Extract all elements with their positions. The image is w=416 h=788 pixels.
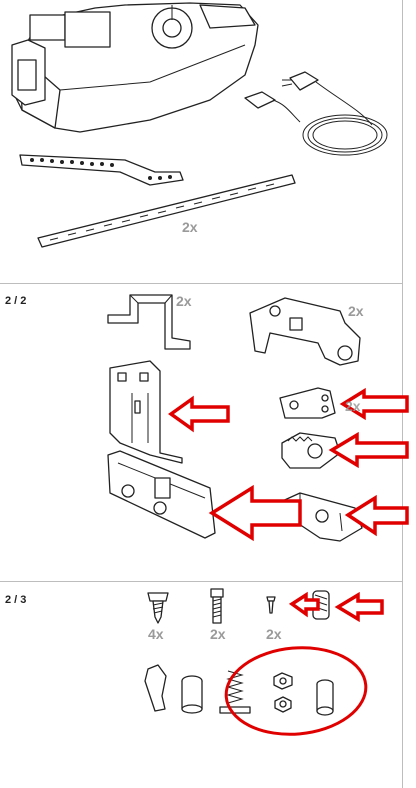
screw-icon xyxy=(266,596,276,614)
motor-unit-icon xyxy=(11,2,259,133)
screw-icon xyxy=(147,592,169,624)
perforated-strap-icon xyxy=(19,154,184,186)
carriage-icon xyxy=(249,297,361,366)
clip-icon xyxy=(281,432,341,469)
highlight-arrow-icon xyxy=(339,387,409,421)
highlight-arrow-icon xyxy=(167,395,230,433)
power-cable-icon xyxy=(244,71,388,156)
section-divider-2 xyxy=(0,581,403,582)
highlight-arrow-icon xyxy=(288,591,320,618)
qty-screw-small: 2x xyxy=(266,626,282,642)
highlight-arrow-icon xyxy=(334,591,384,623)
section-2-drawing xyxy=(107,294,409,542)
section-label-2-2: 2 / 2 xyxy=(5,295,27,307)
clip-icon xyxy=(144,664,167,712)
qty-rail-carriage: 2x xyxy=(348,303,364,319)
highlight-arrow-icon xyxy=(328,431,409,469)
section-label-2-3: 2 / 3 xyxy=(5,594,27,606)
highlight-arrow-icon xyxy=(344,494,409,537)
sleeve-icon xyxy=(181,675,203,714)
right-margin-line xyxy=(402,0,403,788)
highlight-arrow-icon xyxy=(208,484,302,542)
spring-icon xyxy=(219,670,251,714)
angle-bracket-icon xyxy=(279,387,336,419)
highlight-circle-icon xyxy=(224,646,368,736)
qty-screw-large: 4x xyxy=(148,626,164,642)
qty-bolt: 2x xyxy=(210,626,226,642)
nut-icon xyxy=(274,696,292,713)
mounting-plate-icon xyxy=(109,360,183,464)
carriage-icon xyxy=(107,450,216,539)
qty-perforated-strap: 2x xyxy=(182,219,198,235)
qty-u-bracket: 2x xyxy=(176,293,192,309)
nut-icon xyxy=(273,672,293,690)
perforated-strap-icon xyxy=(37,174,296,248)
sleeve-icon xyxy=(316,679,334,716)
section-divider-1 xyxy=(0,283,403,284)
bolt-icon xyxy=(210,588,224,624)
section-3-drawing xyxy=(144,588,384,736)
u-bracket-icon xyxy=(107,294,191,350)
section-1-drawing xyxy=(11,2,388,248)
qty-angle-bracket: 2x xyxy=(345,398,361,414)
